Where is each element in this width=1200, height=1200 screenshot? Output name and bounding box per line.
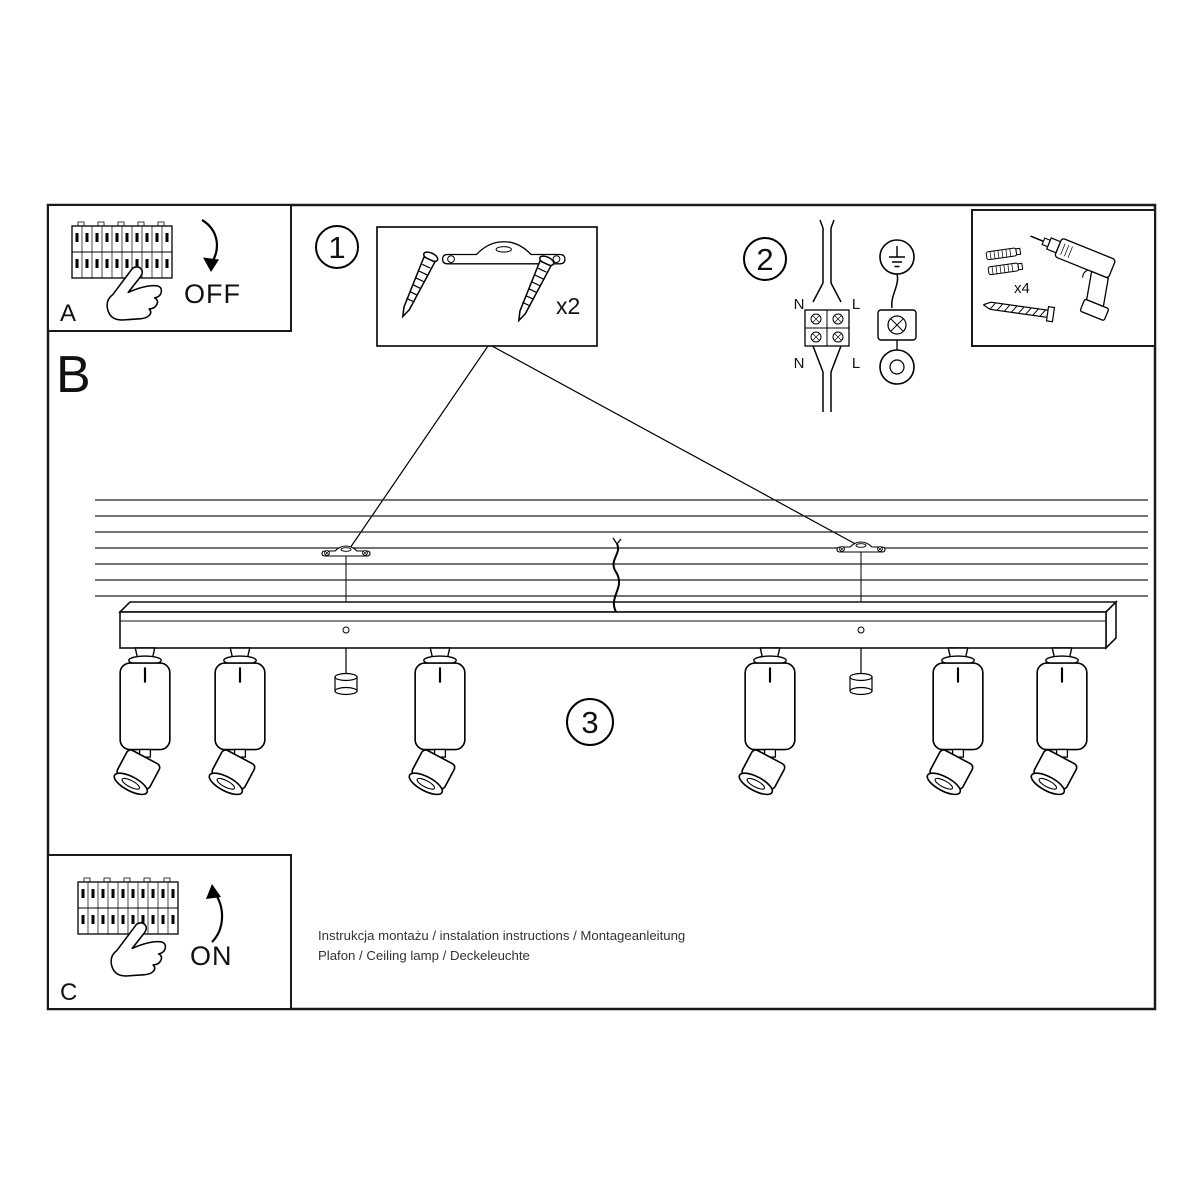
mounting-rail xyxy=(118,600,1118,650)
cable-clamp-icon xyxy=(877,273,917,385)
step-2-number: 2 xyxy=(756,242,773,277)
arrow-down-icon xyxy=(201,219,219,272)
off-label: OFF xyxy=(184,279,241,309)
screws-quantity: x4 xyxy=(1014,280,1030,297)
step-3-number: 3 xyxy=(581,705,598,740)
breaker-panel-icon xyxy=(76,876,180,936)
step-2: 2 N L N L xyxy=(743,219,917,412)
footer-line-1: Instrukcja montażu / instalation instruc… xyxy=(318,928,685,943)
leader-lines xyxy=(347,345,862,552)
step-1-badge: 1 xyxy=(315,225,359,269)
breaker-panel-icon xyxy=(70,220,174,280)
panel-a-power-off: OFF A xyxy=(47,204,292,332)
on-label: ON xyxy=(190,941,233,971)
wire-cable xyxy=(812,219,842,303)
wire-label-l-bottom: L xyxy=(852,355,860,372)
wire-label-l-top: L xyxy=(852,296,860,313)
footer-line-2: Plafon / Ceiling lamp / Deckeleuchte xyxy=(318,948,530,963)
step-3-badge: 3 xyxy=(566,698,614,746)
wire-cable xyxy=(812,345,842,412)
wire-label-n-bottom: N xyxy=(794,355,805,372)
footer-text: Instrukcja montażu / instalation instruc… xyxy=(318,928,685,963)
ceiling-hatch xyxy=(95,499,1148,597)
wire-label-n-top: N xyxy=(794,296,805,313)
wiring-diagram: N L N L xyxy=(794,219,860,412)
section-b-letter: B xyxy=(56,346,91,404)
parts-box xyxy=(376,226,598,347)
bracket-quantity: x2 xyxy=(556,293,580,319)
step-2-badge: 2 xyxy=(743,237,787,281)
panel-a-letter: A xyxy=(60,300,76,327)
step-1: 1 x2 xyxy=(315,225,598,347)
arrow-up-icon xyxy=(206,884,224,943)
panel-c-letter: C xyxy=(60,979,77,1006)
step-1-number: 1 xyxy=(328,230,345,265)
terminal-block-icon xyxy=(804,309,850,347)
earth-symbol-icon xyxy=(879,239,915,275)
tools-box: x4 xyxy=(971,209,1156,347)
panel-c-power-on: ON C xyxy=(47,854,292,1010)
power-cable xyxy=(612,537,622,613)
